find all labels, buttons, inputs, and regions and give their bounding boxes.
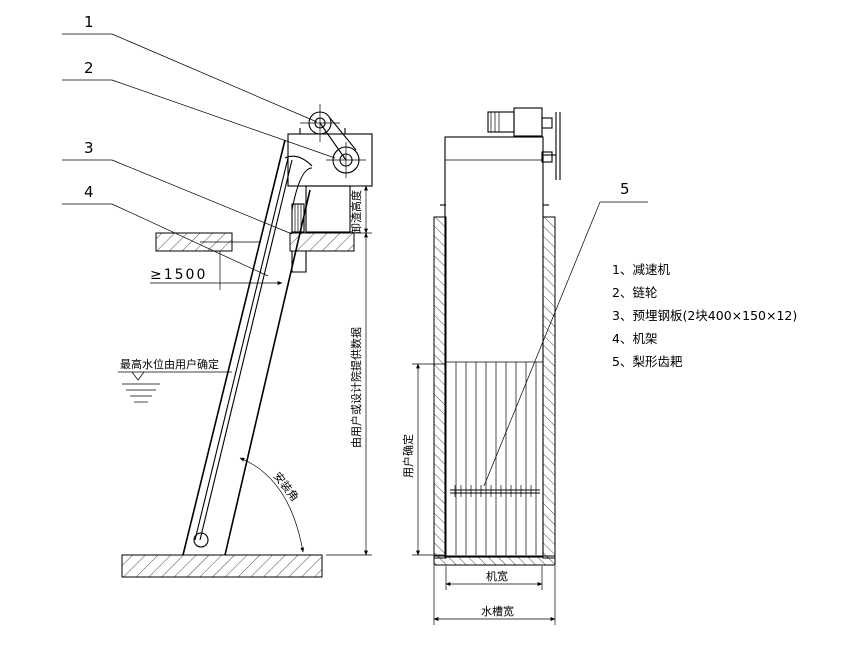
callout-4-label: 4 [84,183,94,201]
right-channel-wall [542,216,556,559]
install-angle-label: 安装角 [271,469,302,504]
min-distance-label: ≥1500 [150,267,207,283]
callout-5: 5 [483,180,648,487]
callout-3: 3 [62,139,293,235]
machine-body [444,136,544,558]
discharge-chute [305,185,351,233]
callout-2-label: 2 [84,59,94,77]
ground-slab-bottom [121,554,323,578]
sprocket-icon [319,117,366,178]
inclined-frame [182,139,313,556]
screen-bars [445,361,543,555]
callout-1-label: 1 [84,13,94,31]
water-level-note: 最高水位由用户确定 [120,357,219,371]
front-view: 用户确定 机宽 水槽宽 [401,107,561,625]
legend-item-3: 3、预埋钢板(2块400×150×12) [612,308,797,323]
legend-item-4: 4、机架 [612,331,657,346]
callout-4: 4 [62,183,269,277]
ground-slab-top-right [289,232,355,252]
unload-height-label: 卸渣高度 [349,190,363,234]
user-defined-label: 用户确定 [401,434,415,478]
channel-depth-label: 由用户或设计院提供数据 [349,327,363,448]
machine-width-label: 机宽 [486,569,508,583]
callout-5-label: 5 [620,180,630,198]
motor-icon [487,107,561,180]
channel-floor [433,555,556,566]
channel-width-label: 水槽宽 [481,604,514,618]
callout-1: 1 [62,13,318,123]
legend-item-1: 1、减速机 [612,262,670,277]
legend-item-5: 5、梨形齿耙 [612,354,683,369]
callout-2: 2 [62,59,336,159]
left-channel-wall [433,216,447,559]
callout-3-label: 3 [84,139,94,157]
legend-item-2: 2、链轮 [612,285,657,300]
parts-legend: 1、减速机 2、链轮 3、预埋钢板(2块400×150×12) 4、机架 5、梨… [612,262,797,369]
side-view: 卸渣高度 由用户或设计院提供数据 ≥1500 最高水位由用户确定 安装角 [118,104,373,578]
